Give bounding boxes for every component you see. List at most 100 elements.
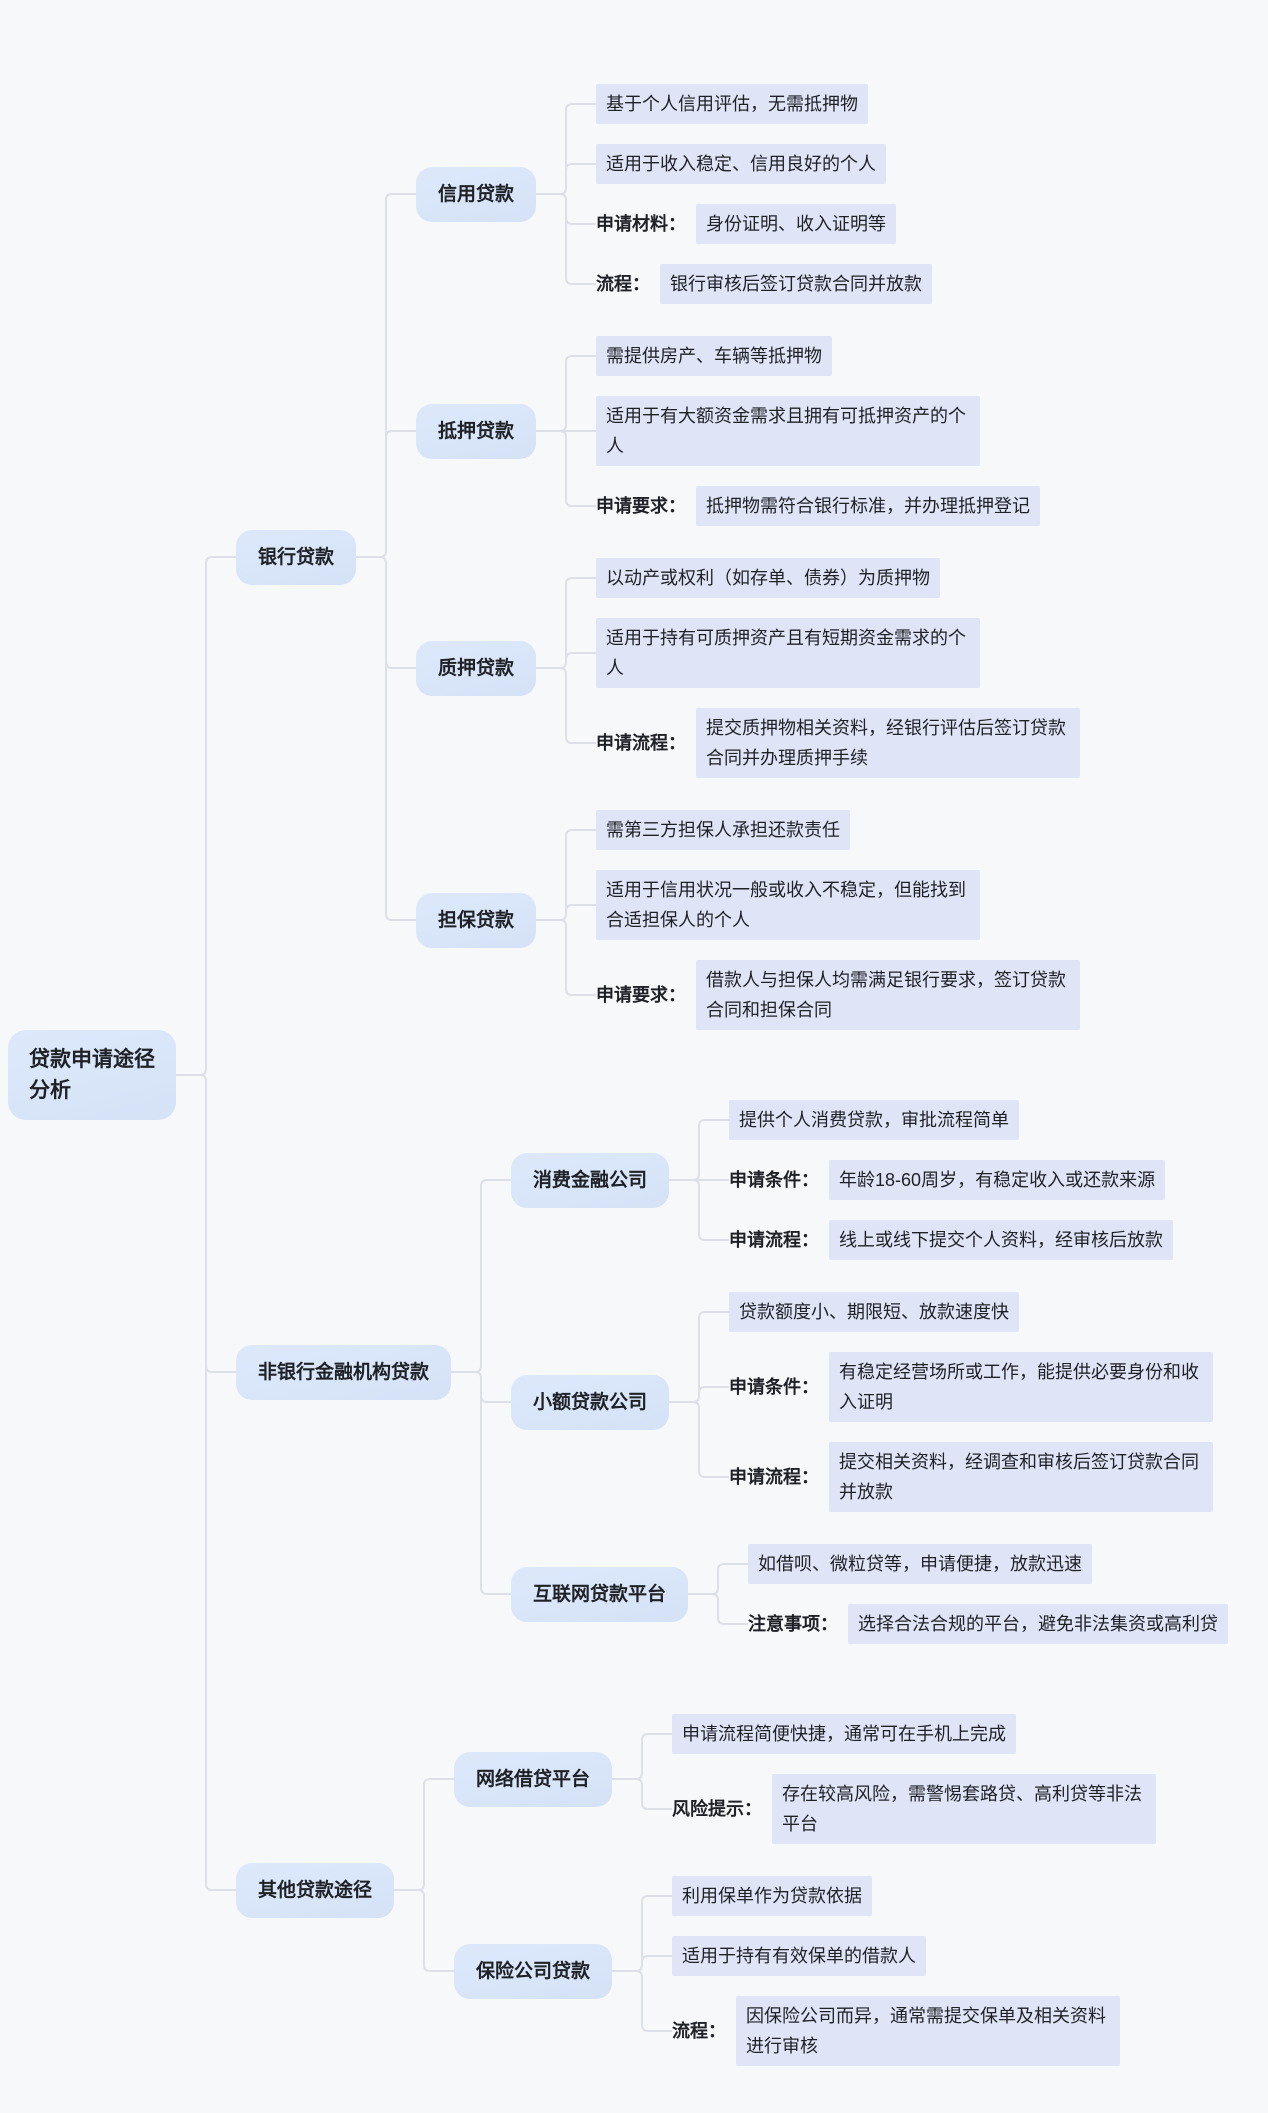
node-pledge-loan[interactable]: 质押贷款 bbox=[416, 640, 537, 696]
detail-text: 抵押物需符合银行标准，并办理抵押登记 bbox=[696, 486, 1041, 526]
branch-online-lending-platform: 网络借贷平台 申请流程简便快捷，通常可在手机上完成 风险提示： 存在较高风险，需警… bbox=[454, 1714, 1157, 1844]
mortgage-loan-details: 需提供房产、车辆等抵押物 适用于有大额资金需求且拥有可抵押资产的个人 申请要求：… bbox=[596, 336, 1041, 526]
detail-label: 注意事项： bbox=[748, 1614, 839, 1634]
detail-row[interactable]: 流程： 因保险公司而异，通常需提交保单及相关资料进行审核 bbox=[672, 1996, 1121, 2066]
detail-text: 适用于收入稳定、信用良好的个人 bbox=[596, 144, 887, 184]
node-guaranteed-loan[interactable]: 担保贷款 bbox=[416, 892, 537, 948]
detail-text: 申请流程简便快捷，通常可在手机上完成 bbox=[672, 1714, 1017, 1754]
node-other-loan-channels[interactable]: 其他贷款途径 bbox=[236, 1862, 395, 1918]
node-bank-loans[interactable]: 银行贷款 bbox=[236, 529, 357, 585]
detail-text: 适用于有大额资金需求且拥有可抵押资产的个人 bbox=[596, 396, 981, 466]
detail-row[interactable]: 申请要求： 抵押物需符合银行标准，并办理抵押登记 bbox=[596, 486, 1041, 526]
bank-loans-children: 信用贷款 基于个人信用评估，无需抵押物 适用于收入稳定、信用良好的个人 申请材料… bbox=[416, 84, 1081, 1030]
detail-row[interactable]: 申请流程：提交相关资料，经调查和审核后签订贷款合同并放款 bbox=[729, 1442, 1214, 1512]
detail-text: 提供个人消费贷款，审批流程简单 bbox=[729, 1100, 1020, 1140]
branch-credit-loan: 信用贷款 基于个人信用评估，无需抵押物 适用于收入稳定、信用良好的个人 申请材料… bbox=[416, 84, 1080, 304]
detail-text: 需提供房产、车辆等抵押物 bbox=[596, 336, 833, 376]
detail-row[interactable]: 需第三方担保人承担还款责任 bbox=[596, 810, 851, 850]
detail-row[interactable]: 申请要求： 借款人与担保人均需满足银行要求，签订贷款合同和担保合同 bbox=[596, 960, 1081, 1030]
root-children: 银行贷款 信用贷款 基于个人信用评估，无需抵押物 适用于收入稳定、信用良好的个人… bbox=[236, 84, 1229, 2066]
pledge-loan-details: 以动产或权利（如存单、债券）为质押物 适用于持有可质押资产且有短期资金需求的个人… bbox=[596, 558, 1081, 778]
insurance-loan-details: 利用保单作为贷款依据 适用于持有有效保单的借款人 流程： 因保险公司而异，通常需提… bbox=[672, 1876, 1121, 2066]
detail-row[interactable]: 以动产或权利（如存单、债券）为质押物 bbox=[596, 558, 941, 598]
detail-row[interactable]: 需提供房产、车辆等抵押物 bbox=[596, 336, 833, 376]
detail-row[interactable]: 申请条件： 有稳定经营场所或工作，能提供必要身份和收入证明 bbox=[729, 1352, 1214, 1422]
detail-text: 适用于持有有效保单的借款人 bbox=[672, 1936, 927, 1976]
detail-text: 适用于信用状况一般或收入不稳定，但能找到合适担保人的个人 bbox=[596, 870, 981, 940]
branch-pledge-loan: 质押贷款 以动产或权利（如存单、债券）为质押物 适用于持有可质押资产且有短期资金… bbox=[416, 558, 1081, 778]
root-node[interactable]: 贷款申请途径分析 bbox=[8, 1030, 176, 1120]
detail-row[interactable]: 适用于有大额资金需求且拥有可抵押资产的个人 bbox=[596, 396, 981, 466]
detail-label: 申请要求： bbox=[596, 496, 687, 516]
branch-bank-loans: 银行贷款 信用贷款 基于个人信用评估，无需抵押物 适用于收入稳定、信用良好的个人… bbox=[236, 84, 1228, 1030]
branch-insurance-company-loan: 保险公司贷款 利用保单作为贷款依据 适用于持有有效保单的借款人 流程： 因保险公司… bbox=[454, 1876, 1156, 2066]
node-consumer-finance-company[interactable]: 消费金融公司 bbox=[511, 1152, 670, 1208]
branch-guaranteed-loan: 担保贷款 需第三方担保人承担还款责任 适用于信用状况一般或收入不稳定，但能找到合… bbox=[416, 810, 1081, 1030]
detail-text: 借款人与担保人均需满足银行要求，签订贷款合同和担保合同 bbox=[696, 960, 1081, 1030]
other-loans-children: 网络借贷平台 申请流程简便快捷，通常可在手机上完成 风险提示： 存在较高风险，需警… bbox=[454, 1714, 1157, 2066]
detail-label: 流程： bbox=[596, 274, 651, 294]
detail-row[interactable]: 提供个人消费贷款，审批流程简单 bbox=[729, 1100, 1020, 1140]
detail-text: 基于个人信用评估，无需抵押物 bbox=[596, 84, 869, 124]
branch-micro-loan-company: 小额贷款公司 贷款额度小、期限短、放款速度快 申请条件： 有稳定经营场所或工作，能… bbox=[511, 1292, 1228, 1512]
detail-text: 如借呗、微粒贷等，申请便捷，放款迅速 bbox=[748, 1544, 1093, 1584]
detail-label: 申请流程： bbox=[729, 1230, 820, 1250]
detail-row[interactable]: 风险提示： 存在较高风险，需警惕套路贷、高利贷等非法平台 bbox=[672, 1774, 1157, 1844]
detail-label: 流程： bbox=[672, 2021, 727, 2041]
detail-row[interactable]: 申请材料： 身份证明、收入证明等 bbox=[596, 204, 897, 244]
detail-text: 提交相关资料，经调查和审核后签订贷款合同并放款 bbox=[829, 1442, 1214, 1512]
detail-text: 选择合法合规的平台，避免非法集资或高利贷 bbox=[848, 1604, 1229, 1644]
detail-row[interactable]: 贷款额度小、期限短、放款速度快 bbox=[729, 1292, 1020, 1332]
detail-text: 存在较高风险，需警惕套路贷、高利贷等非法平台 bbox=[772, 1774, 1157, 1844]
micro-loan-details: 贷款额度小、期限短、放款速度快 申请条件： 有稳定经营场所或工作，能提供必要身份和… bbox=[729, 1292, 1214, 1512]
node-insurance-company-loan[interactable]: 保险公司贷款 bbox=[454, 1943, 613, 1999]
detail-text: 年龄18-60周岁，有稳定收入或还款来源 bbox=[829, 1160, 1166, 1200]
detail-row[interactable]: 申请条件：年龄18-60周岁，有稳定收入或还款来源 bbox=[729, 1160, 1166, 1200]
detail-text: 因保险公司而异，通常需提交保单及相关资料进行审核 bbox=[736, 1996, 1121, 2066]
internet-loan-details: 如借呗、微粒贷等，申请便捷，放款迅速 注意事项： 选择合法合规的平台，避免非法集资… bbox=[748, 1544, 1229, 1644]
detail-row[interactable]: 申请流程简便快捷，通常可在手机上完成 bbox=[672, 1714, 1017, 1754]
detail-text: 有稳定经营场所或工作，能提供必要身份和收入证明 bbox=[829, 1352, 1214, 1422]
detail-row[interactable]: 适用于持有可质押资产且有短期资金需求的个人 bbox=[596, 618, 981, 688]
node-nonbank-institution-loans[interactable]: 非银行金融机构贷款 bbox=[236, 1344, 452, 1400]
detail-label: 申请流程： bbox=[596, 733, 687, 753]
detail-text: 利用保单作为贷款依据 bbox=[672, 1876, 873, 1916]
detail-row[interactable]: 申请流程： 线上或线下提交个人资料，经审核后放款 bbox=[729, 1220, 1174, 1260]
branch-nonbank-institution-loans: 非银行金融机构贷款 消费金融公司 提供个人消费贷款，审批流程简单 申请条件：年龄… bbox=[236, 1100, 1229, 1644]
detail-label: 风险提示： bbox=[672, 1799, 763, 1819]
node-credit-loan[interactable]: 信用贷款 bbox=[416, 166, 537, 222]
node-internet-loan-platform[interactable]: 互联网贷款平台 bbox=[511, 1566, 689, 1622]
detail-label: 申请条件： bbox=[729, 1377, 820, 1397]
detail-row[interactable]: 如借呗、微粒贷等，申请便捷，放款迅速 bbox=[748, 1544, 1093, 1584]
detail-text: 身份证明、收入证明等 bbox=[696, 204, 897, 244]
node-mortgage-loan[interactable]: 抵押贷款 bbox=[416, 403, 537, 459]
detail-text: 线上或线下提交个人资料，经审核后放款 bbox=[829, 1220, 1174, 1260]
detail-row[interactable]: 基于个人信用评估，无需抵押物 bbox=[596, 84, 869, 124]
branch-internet-loan-platform: 互联网贷款平台 如借呗、微粒贷等，申请便捷，放款迅速 注意事项： 选择合法合规的平… bbox=[511, 1544, 1229, 1644]
node-micro-loan-company[interactable]: 小额贷款公司 bbox=[511, 1374, 670, 1430]
consumer-finance-details: 提供个人消费贷款，审批流程简单 申请条件：年龄18-60周岁，有稳定收入或还款来… bbox=[729, 1100, 1174, 1260]
detail-row[interactable]: 适用于信用状况一般或收入不稳定，但能找到合适担保人的个人 bbox=[596, 870, 981, 940]
detail-row[interactable]: 适用于持有有效保单的借款人 bbox=[672, 1936, 927, 1976]
branch-other-loan-channels: 其他贷款途径 网络借贷平台 申请流程简便快捷，通常可在手机上完成 风险提示： 存在… bbox=[236, 1714, 1228, 2066]
detail-label: 申请要求： bbox=[596, 985, 687, 1005]
detail-row[interactable]: 利用保单作为贷款依据 bbox=[672, 1876, 873, 1916]
branch-consumer-finance-company: 消费金融公司 提供个人消费贷款，审批流程简单 申请条件：年龄18-60周岁，有稳… bbox=[511, 1100, 1228, 1260]
detail-text: 以动产或权利（如存单、债券）为质押物 bbox=[596, 558, 941, 598]
detail-row[interactable]: 流程：银行审核后签订贷款合同并放款 bbox=[596, 264, 933, 304]
branch-mortgage-loan: 抵押贷款 需提供房产、车辆等抵押物 适用于有大额资金需求且拥有可抵押资产的个人 … bbox=[416, 336, 1080, 526]
detail-row[interactable]: 申请流程：提交质押物相关资料，经银行评估后签订贷款合同并办理质押手续 bbox=[596, 708, 1081, 778]
nonbank-loans-children: 消费金融公司 提供个人消费贷款，审批流程简单 申请条件：年龄18-60周岁，有稳… bbox=[511, 1100, 1229, 1644]
detail-text: 贷款额度小、期限短、放款速度快 bbox=[729, 1292, 1020, 1332]
mindmap-tree: 贷款申请途径分析 银行贷款 信用贷款 基于个人信用评估，无需抵押物 适用于收入稳… bbox=[8, 84, 1229, 2066]
guaranteed-loan-details: 需第三方担保人承担还款责任 适用于信用状况一般或收入不稳定，但能找到合适担保人的… bbox=[596, 810, 1081, 1030]
detail-text: 需第三方担保人承担还款责任 bbox=[596, 810, 851, 850]
detail-label: 申请材料： bbox=[596, 214, 687, 234]
detail-row[interactable]: 适用于收入稳定、信用良好的个人 bbox=[596, 144, 887, 184]
node-online-lending-platform[interactable]: 网络借贷平台 bbox=[454, 1751, 613, 1807]
online-lending-details: 申请流程简便快捷，通常可在手机上完成 风险提示： 存在较高风险，需警惕套路贷、高利… bbox=[672, 1714, 1157, 1844]
detail-row[interactable]: 注意事项： 选择合法合规的平台，避免非法集资或高利贷 bbox=[748, 1604, 1229, 1644]
credit-loan-details: 基于个人信用评估，无需抵押物 适用于收入稳定、信用良好的个人 申请材料： 身份证明… bbox=[596, 84, 933, 304]
